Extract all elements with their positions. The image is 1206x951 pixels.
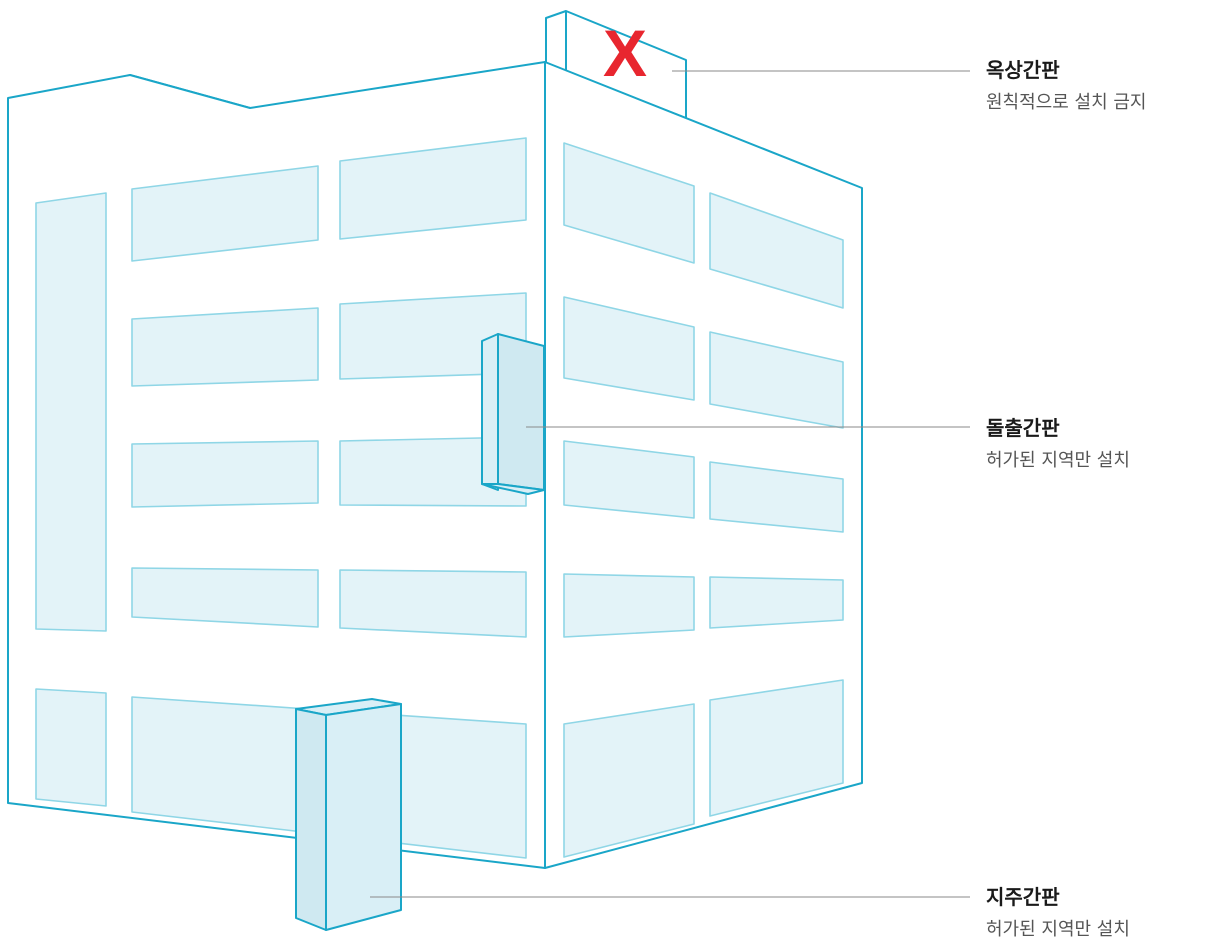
window (709, 461, 844, 533)
window (709, 679, 844, 817)
window (131, 567, 319, 628)
window (709, 331, 844, 429)
rooftop-sign-frame (545, 10, 687, 119)
window (339, 569, 527, 638)
window (131, 440, 319, 508)
window (563, 296, 695, 401)
right-facade-windows (563, 142, 844, 858)
window (563, 573, 695, 638)
window (709, 576, 844, 629)
projecting-sign (481, 333, 545, 495)
left-facade-windows (35, 137, 527, 859)
prohibited-x-mark: X (603, 16, 647, 90)
window (131, 307, 319, 387)
window (339, 436, 527, 507)
window (563, 703, 695, 858)
label-description: 허가된 지역만 설치 (986, 450, 1130, 471)
label-pole-sign: 지주간판 허가된 지역만 설치 (986, 885, 1130, 941)
window (563, 142, 695, 264)
label-projecting-sign: 돌출간판 허가된 지역만 설치 (986, 416, 1130, 472)
window (563, 440, 695, 519)
window (131, 165, 319, 262)
window (35, 192, 107, 632)
pole-sign (295, 698, 402, 931)
window (35, 688, 107, 807)
label-title: 지주간판 (986, 885, 1060, 909)
label-title: 돌출간판 (986, 416, 1060, 440)
label-description: 허가된 지역만 설치 (986, 919, 1130, 940)
window (339, 137, 527, 240)
label-title: 옥상간판 (986, 58, 1060, 82)
label-rooftop-sign: 옥상간판 원칙적으로 설치 금지 (986, 58, 1146, 114)
label-description: 원칙적으로 설치 금지 (986, 92, 1147, 113)
window (709, 192, 844, 309)
